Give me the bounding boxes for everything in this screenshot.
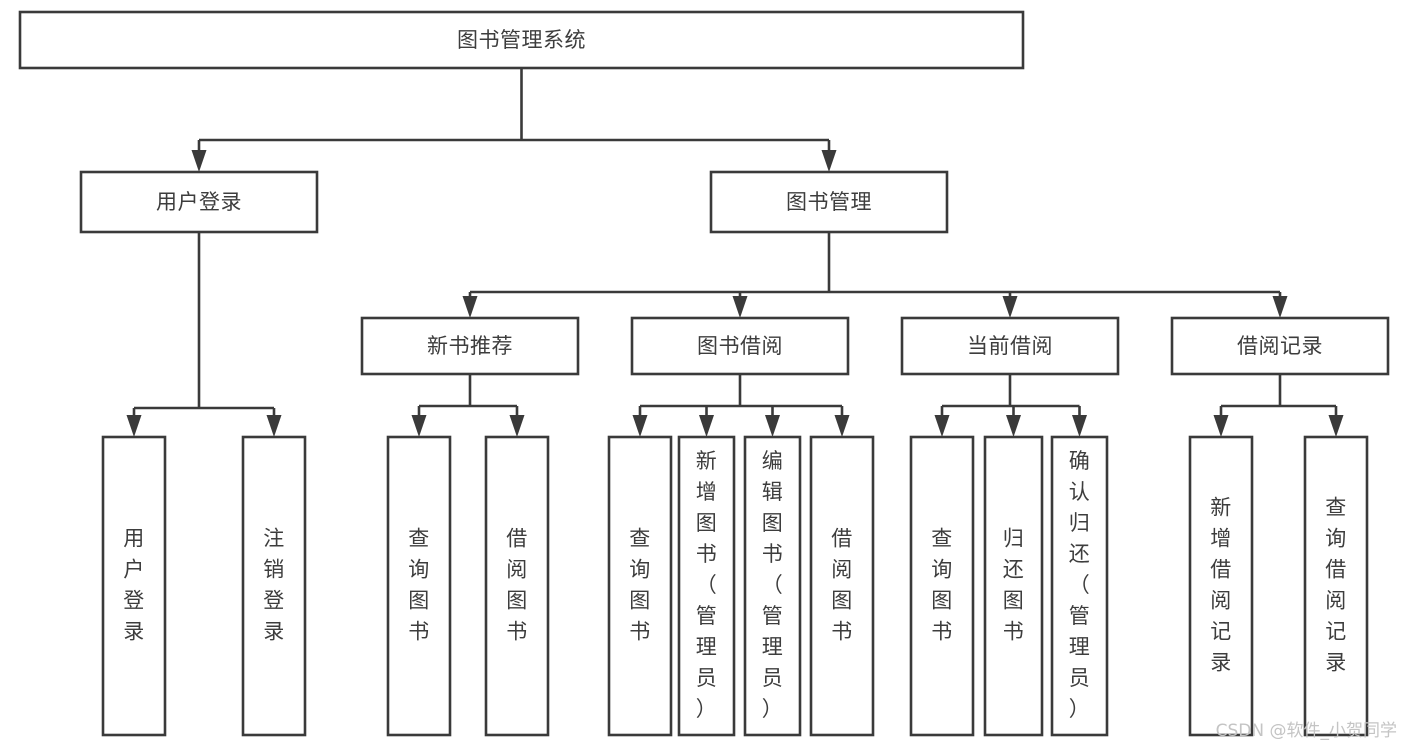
- connector-group-current-borrow: [934, 374, 1087, 437]
- node-label-root: 图书管理系统: [457, 28, 586, 52]
- arrow-head-icon: [509, 415, 525, 437]
- node-box-leaf-borrow-book-rec: [484, 435, 550, 737]
- node-box-leaf-add-book: [677, 435, 736, 737]
- node-label-user-login: 用户登录: [156, 190, 242, 214]
- node-leaf-return-book[interactable]: 归还图书: [983, 435, 1044, 737]
- node-layer: 图书管理系统用户登录图书管理新书推荐图书借阅当前借阅借阅记录用户登录注销登录查询…: [18, 10, 1390, 737]
- node-box-book-borrow: [630, 316, 850, 376]
- connector-group-book-manage: [462, 232, 1288, 318]
- node-label-current-borrow: 当前借阅: [967, 334, 1053, 358]
- node-user-login[interactable]: 用户登录: [79, 170, 319, 234]
- arrow-head-icon: [126, 415, 142, 437]
- node-label-new-book-rec: 新书推荐: [427, 334, 513, 358]
- connector-layer: [126, 68, 1344, 437]
- node-box-borrow-record: [1170, 316, 1390, 376]
- node-label-leaf-user-login: 用户登录: [123, 527, 145, 644]
- node-label-leaf-add-record: 新增借阅记录: [1210, 496, 1232, 675]
- node-leaf-confirm-return[interactable]: 确认归还（管理员）: [1050, 435, 1109, 737]
- node-borrow-record[interactable]: 借阅记录: [1170, 316, 1390, 376]
- node-label-book-borrow: 图书借阅: [697, 334, 783, 358]
- node-box-leaf-query-book-bb: [607, 435, 673, 737]
- node-label-leaf-borrow-book-bb: 借阅图书: [831, 527, 853, 644]
- node-label-borrow-record: 借阅记录: [1237, 334, 1323, 358]
- arrow-head-icon: [1072, 415, 1087, 437]
- node-current-borrow[interactable]: 当前借阅: [900, 316, 1120, 376]
- arrow-head-icon: [834, 415, 850, 437]
- arrow-head-icon: [1328, 415, 1344, 437]
- node-leaf-borrow-book-rec[interactable]: 借阅图书: [484, 435, 550, 737]
- node-label-leaf-return-book: 归还图书: [1003, 527, 1025, 644]
- node-label-leaf-add-book: 新增图书（管理员）: [696, 449, 718, 721]
- node-new-book-rec[interactable]: 新书推荐: [360, 316, 580, 376]
- arrow-head-icon: [462, 296, 478, 318]
- node-book-manage[interactable]: 图书管理: [709, 170, 949, 234]
- arrow-head-icon: [765, 415, 780, 437]
- node-box-leaf-query-record: [1303, 435, 1369, 737]
- node-box-leaf-user-login: [101, 435, 167, 737]
- arrow-head-icon: [632, 415, 648, 437]
- node-book-borrow[interactable]: 图书借阅: [630, 316, 850, 376]
- node-box-leaf-logout: [241, 435, 307, 737]
- node-leaf-query-book-bb[interactable]: 查询图书: [607, 435, 673, 737]
- arrow-head-icon: [1213, 415, 1229, 437]
- connector-group-root: [191, 68, 837, 172]
- node-label-leaf-edit-book: 编辑图书（管理员）: [762, 449, 784, 721]
- arrow-head-icon: [266, 415, 282, 437]
- node-box-leaf-query-book-rec: [386, 435, 452, 737]
- node-box-leaf-add-record: [1188, 435, 1254, 737]
- node-label-leaf-query-book-cb: 查询图书: [931, 527, 953, 644]
- node-label-leaf-query-record: 查询借阅记录: [1325, 496, 1347, 675]
- node-label-leaf-confirm-return: 确认归还（管理员）: [1069, 449, 1091, 721]
- node-box-leaf-query-book-cb: [909, 435, 975, 737]
- node-box-root: [18, 10, 1025, 70]
- node-label-leaf-query-book-rec: 查询图书: [408, 527, 430, 644]
- node-box-new-book-rec: [360, 316, 580, 376]
- node-box-book-manage: [709, 170, 949, 234]
- watermark-text: CSDN @软件_小贺同学: [1215, 721, 1397, 741]
- arrow-head-icon: [1006, 415, 1021, 437]
- node-leaf-query-book-cb[interactable]: 查询图书: [909, 435, 975, 737]
- node-leaf-edit-book[interactable]: 编辑图书（管理员）: [743, 435, 802, 737]
- node-box-current-borrow: [900, 316, 1120, 376]
- arrow-head-icon: [699, 415, 714, 437]
- connector-group-borrow-record: [1213, 374, 1344, 437]
- node-box-leaf-return-book: [983, 435, 1044, 737]
- arrow-head-icon: [1002, 296, 1018, 318]
- node-leaf-query-book-rec[interactable]: 查询图书: [386, 435, 452, 737]
- arrow-head-icon: [191, 150, 207, 172]
- node-box-leaf-borrow-book-bb: [809, 435, 875, 737]
- node-root[interactable]: 图书管理系统: [18, 10, 1025, 70]
- node-label-book-manage: 图书管理: [786, 190, 872, 214]
- connector-group-book-borrow: [632, 374, 850, 437]
- node-leaf-borrow-book-bb[interactable]: 借阅图书: [809, 435, 875, 737]
- node-box-leaf-edit-book: [743, 435, 802, 737]
- node-label-leaf-borrow-book-rec: 借阅图书: [506, 527, 528, 644]
- connector-group-new-book-rec: [411, 374, 525, 437]
- node-label-leaf-logout: 注销登录: [263, 527, 285, 644]
- node-box-leaf-confirm-return: [1050, 435, 1109, 737]
- node-leaf-logout[interactable]: 注销登录: [241, 435, 307, 737]
- node-leaf-add-book[interactable]: 新增图书（管理员）: [677, 435, 736, 737]
- arrow-head-icon: [934, 415, 950, 437]
- arrow-head-icon: [732, 296, 748, 318]
- node-leaf-user-login[interactable]: 用户登录: [101, 435, 167, 737]
- node-box-user-login: [79, 170, 319, 234]
- node-label-leaf-query-book-bb: 查询图书: [629, 527, 651, 644]
- connector-group-user-login: [126, 232, 282, 437]
- arrow-head-icon: [411, 415, 427, 437]
- node-leaf-query-record[interactable]: 查询借阅记录: [1303, 435, 1369, 737]
- node-leaf-add-record[interactable]: 新增借阅记录: [1188, 435, 1254, 737]
- arrow-head-icon: [821, 150, 837, 172]
- arrow-head-icon: [1272, 296, 1288, 318]
